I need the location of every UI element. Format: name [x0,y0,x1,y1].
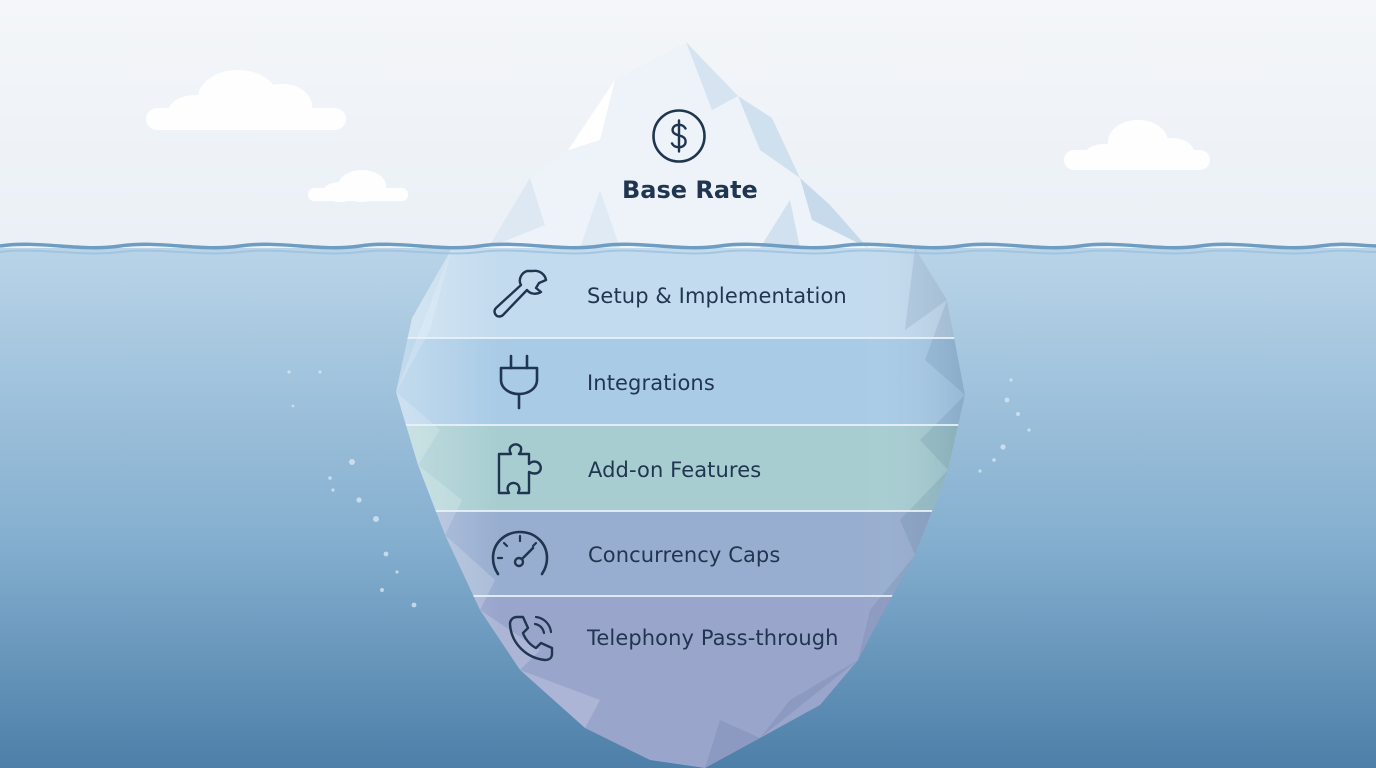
plug-icon [499,354,539,410]
waterline [0,242,1376,250]
speedometer-icon [491,530,549,578]
bubbles [287,370,1031,608]
wrench-icon [493,268,549,322]
cloud [146,70,346,130]
tier-label-integrations: Integrations [587,371,715,395]
tier-label-setup: Setup & Implementation [587,284,847,308]
phone-icon [508,614,554,662]
cloud [1064,120,1210,170]
dollar-circle-icon [651,108,707,164]
cloud [308,170,408,202]
tier-label-addons: Add-on Features [588,458,762,482]
puzzle-piece-icon [496,442,550,496]
tier-label-telephony: Telephony Pass-through [587,626,839,650]
clouds [146,70,1210,202]
summit-label: Base Rate [622,176,758,204]
tier-label-concurrency: Concurrency Caps [588,543,781,567]
